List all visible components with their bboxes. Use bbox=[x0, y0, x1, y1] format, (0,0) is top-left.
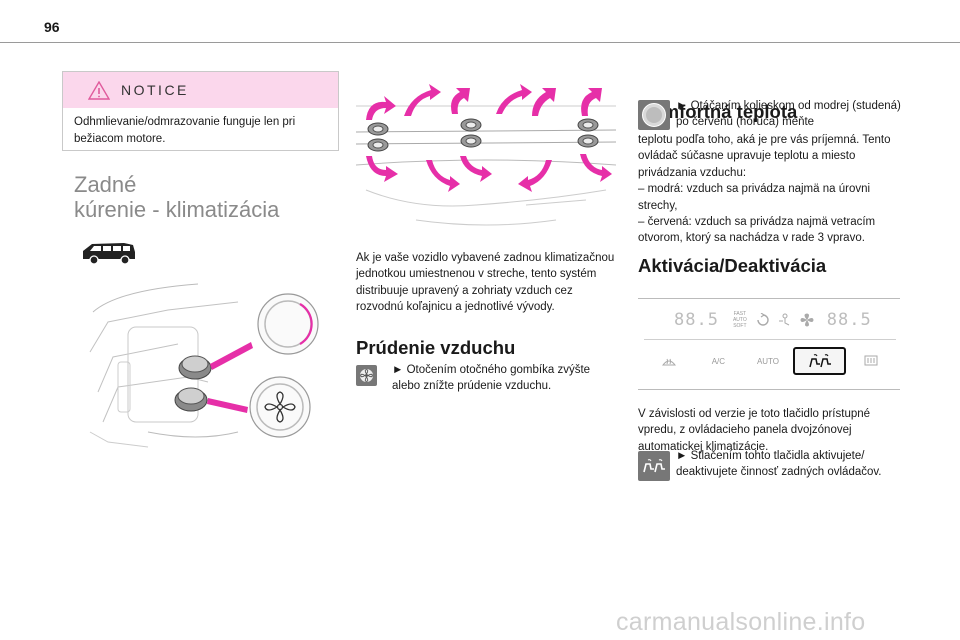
notice-box: NOTICE Odhmlievanie/odmrazovanie funguje… bbox=[62, 71, 339, 151]
airflow-instruction: ► Otočením otočného gombíka zvýšte alebo… bbox=[392, 364, 591, 393]
climate-panel: 88.5 FAST AUTO SOFT 88.5 A/C AUTO bbox=[638, 295, 900, 395]
recirculation-icon bbox=[757, 313, 769, 326]
notice-header: NOTICE bbox=[63, 72, 338, 108]
top-divider bbox=[0, 42, 960, 43]
comfort-item-red: – červená: vzduch sa privádza najmä vetr… bbox=[638, 216, 876, 245]
auto-button[interactable]: AUTO bbox=[756, 356, 780, 366]
fan-speed-icon bbox=[800, 313, 814, 327]
comfort-item-blue: – modrá: vzduch sa privádza najmä na úro… bbox=[638, 183, 871, 212]
defrost-button[interactable] bbox=[644, 347, 694, 375]
rear-controls-button-icon bbox=[638, 451, 670, 481]
defrost-icon bbox=[661, 358, 676, 366]
airflow-heading: Prúdenie vzduchu bbox=[356, 337, 516, 358]
panel-display: 88.5 FAST AUTO SOFT 88.5 bbox=[644, 307, 896, 333]
display-auto: AUTO bbox=[732, 317, 747, 323]
rear-controls-illustration bbox=[89, 283, 319, 448]
panel-buttons: A/C AUTO bbox=[644, 347, 896, 375]
rear-climate-button[interactable] bbox=[792, 347, 847, 375]
notice-title: NOTICE bbox=[121, 82, 189, 98]
watermark: carmanualsonline.info bbox=[616, 608, 866, 636]
ac-button[interactable]: A/C bbox=[711, 356, 726, 366]
display-temp-left: 88.5 bbox=[674, 310, 719, 330]
airflow-mode-icon bbox=[778, 313, 789, 326]
fan-icon bbox=[264, 391, 296, 423]
activation-heading: Aktivácia/Deaktivácia bbox=[638, 255, 827, 276]
roof-vents-illustration bbox=[356, 84, 616, 226]
activation-step: ► Stlačením tohto tlačidla aktivujete/ d… bbox=[676, 450, 882, 479]
display-soft: SOFT bbox=[733, 323, 747, 329]
section-title-line1: Zadné bbox=[74, 172, 137, 197]
section-title-line2: kúrenie - klimatizácia bbox=[74, 197, 280, 222]
fan-knob-icon bbox=[356, 365, 377, 386]
display-temp-right: 88.5 bbox=[826, 310, 872, 330]
rear-ac-intro: Ak je vaše vozidlo vybavené zadnou klima… bbox=[356, 252, 615, 314]
display-fast: FAST bbox=[733, 311, 747, 317]
page-number: 96 bbox=[44, 19, 60, 35]
notice-text: Odhmlievanie/odmrazovanie funguje len pr… bbox=[74, 116, 296, 145]
section-title: Zadné kúrenie - klimatizácia bbox=[74, 172, 279, 222]
rear-seat-airflow-icon bbox=[808, 354, 831, 368]
rear-defrost-icon bbox=[864, 355, 878, 366]
temperature-knob-icon bbox=[638, 100, 670, 130]
comfort-description: teplotu podľa toho, aká je pre vás príje… bbox=[638, 132, 906, 247]
comfort-heading: Komfortná teplota bbox=[638, 101, 798, 122]
rear-defrost-button[interactable] bbox=[846, 347, 896, 375]
comfort-step: ► Otáčaním kolieskom od modrej (studená)… bbox=[676, 100, 901, 129]
warning-icon bbox=[88, 81, 110, 100]
display-mode-stack: FAST AUTO SOFT bbox=[733, 311, 747, 329]
comfort-text: teplotu podľa toho, aká je pre vás príje… bbox=[638, 134, 891, 179]
van-icon bbox=[83, 243, 135, 265]
activation-description: V závislosti od verzie je toto tlačidlo … bbox=[638, 408, 871, 453]
